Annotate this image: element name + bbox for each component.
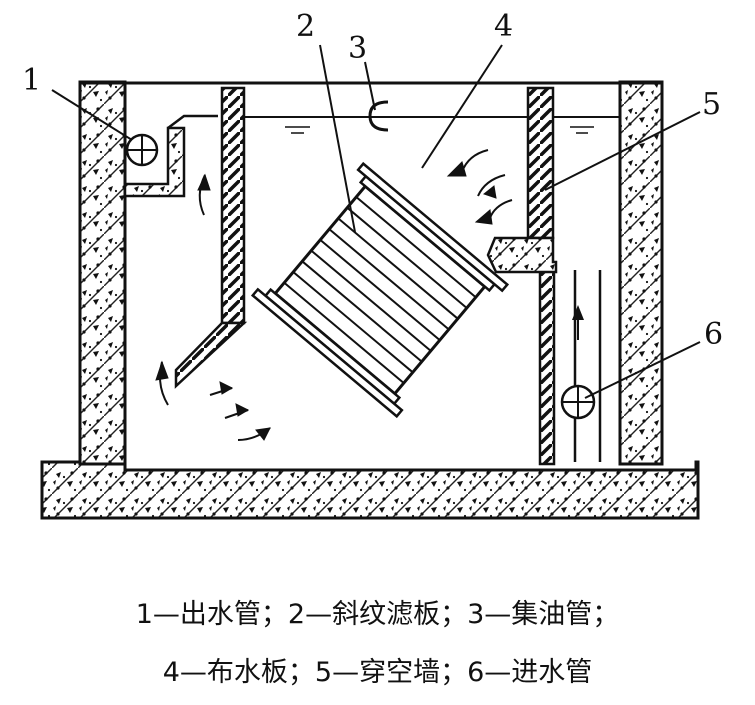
- outlet-trough: [123, 114, 218, 198]
- distribution-plate-ledge: [486, 236, 558, 274]
- label-inlet-pipe: 6: [704, 317, 723, 352]
- inclined-filter-plate: [250, 161, 510, 419]
- label-outlet-pipe: 1: [22, 63, 41, 98]
- left-outer-wall: [78, 80, 127, 466]
- label-distribution-plate: 4: [494, 9, 513, 44]
- right-outer-wall: [618, 80, 664, 466]
- label-oil-pipe: 3: [348, 31, 367, 66]
- water-surface: [244, 116, 620, 134]
- inlet-pipe: [560, 270, 602, 462]
- legend-line-1: 1—出水管；2—斜纹滤板；3—集油管；: [135, 599, 620, 630]
- left-baffle: [174, 86, 248, 389]
- oil-collecting-pipe: [368, 100, 389, 132]
- leader-lines: [51, 44, 701, 399]
- perforated-wall: [526, 86, 556, 466]
- base-slab: [40, 460, 700, 520]
- legend-line-2: 4—布水板；5—穿空墙；6—进水管: [162, 657, 593, 688]
- label-perforated-wall: 5: [702, 87, 721, 122]
- outlet-pipe: [125, 133, 159, 167]
- flow-arrows: [155, 149, 513, 441]
- part-number-labels: 1 2 3 4 5 6: [22, 9, 723, 352]
- label-filter-plate: 2: [296, 9, 315, 44]
